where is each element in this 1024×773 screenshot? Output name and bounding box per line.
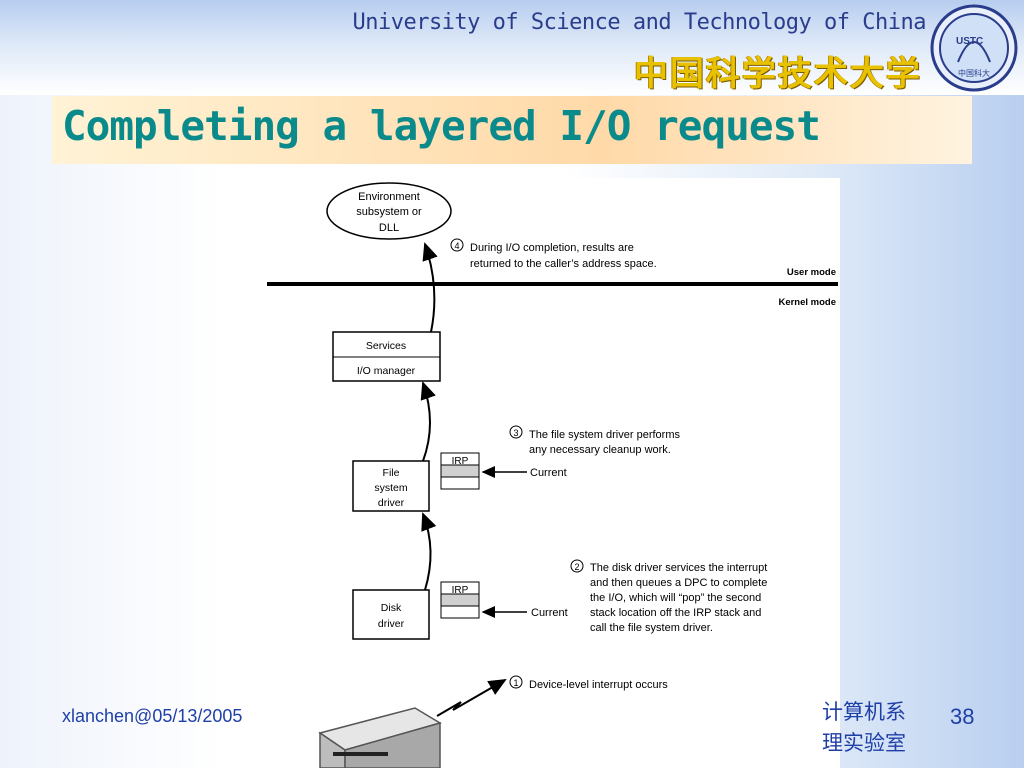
step-2-badge — [570, 559, 584, 573]
step-4-badge — [450, 238, 464, 252]
step-1-number: 1 — [513, 678, 518, 688]
interrupt-lightning-icon — [436, 679, 507, 717]
arrow-to-environment — [422, 242, 438, 333]
step-2-line-1: The disk driver services the interrupt — [590, 562, 767, 574]
io-manager-label: I/O manager — [357, 365, 416, 377]
step-2-line-2: and then queues a DPC to complete — [590, 577, 767, 589]
environment-line-3: DLL — [379, 222, 399, 234]
io-completion-diagram: Environment subsystem or DLL 4 During I/… — [267, 182, 838, 769]
disk-driver-box — [352, 589, 430, 640]
environment-ellipse — [326, 182, 452, 240]
disk-device-icon — [318, 707, 442, 769]
step-2-line-3: the I/O, which will “pop” the second — [590, 592, 761, 604]
logo-text-top: USTC — [956, 36, 983, 47]
footer-author-date: xlanchen@05/13/2005 — [62, 706, 243, 726]
fsd-line-2: system — [374, 482, 408, 494]
step-4-number: 4 — [454, 241, 459, 251]
arrow-to-file-system-driver — [421, 512, 437, 591]
step-2-line-4: stack location off the IRP stack and — [590, 607, 761, 619]
step-1-line-1: Device-level interrupt occurs — [529, 679, 668, 691]
irp-label-upper: IRP — [452, 456, 469, 467]
current-label-upper: Current — [530, 467, 567, 479]
fsd-line-3: driver — [378, 497, 405, 509]
step-2-number: 2 — [574, 562, 579, 572]
logo-text-bottom: 中国科大 — [958, 68, 990, 78]
title-bar — [52, 96, 972, 164]
irp-label-lower: IRP — [452, 585, 469, 596]
university-name-cn: 中国科学技术大学 — [634, 54, 922, 94]
slide-title: Completing a layered I/O request — [62, 102, 821, 150]
step-3-badge — [509, 425, 523, 439]
step-3-line-1: The file system driver performs — [529, 429, 680, 441]
step-2-line-5: call the file system driver. — [590, 622, 713, 634]
disk-driver-line-1: Disk — [381, 602, 402, 614]
disk-driver-line-2: driver — [378, 618, 405, 630]
diagram-panel: Environment subsystem or DLL 4 During I/… — [265, 178, 840, 769]
step-3-line-2: any necessary cleanup work. — [529, 444, 671, 456]
university-logo: USTC 中国科大 — [930, 4, 1018, 92]
step-4-line-2: returned to the caller’s address space. — [470, 258, 657, 270]
step-1-badge — [509, 675, 523, 689]
user-mode-label: User mode — [787, 267, 836, 278]
environment-line-1: Environment — [358, 191, 420, 203]
current-label-lower: Current — [531, 607, 568, 619]
step-4-line-1: During I/O completion, results are — [470, 242, 634, 254]
footer-department-line-2: 理实验室 — [822, 732, 906, 755]
footer-department-line-1: 计算机系 — [822, 701, 906, 724]
footer-department: 计算机系 理实验室 — [822, 697, 906, 759]
page-number: 38 — [950, 704, 975, 729]
arrow-to-io-manager — [420, 381, 436, 462]
fsd-line-1: File — [383, 467, 400, 479]
services-label: Services — [366, 340, 406, 352]
file-system-driver-box — [352, 460, 430, 512]
university-name-en: University of Science and Technology of … — [352, 10, 926, 35]
step-3-number: 3 — [513, 428, 518, 438]
header-band — [0, 0, 1024, 95]
environment-line-2: subsystem or — [356, 206, 422, 218]
kernel-mode-label: Kernel mode — [778, 297, 836, 308]
